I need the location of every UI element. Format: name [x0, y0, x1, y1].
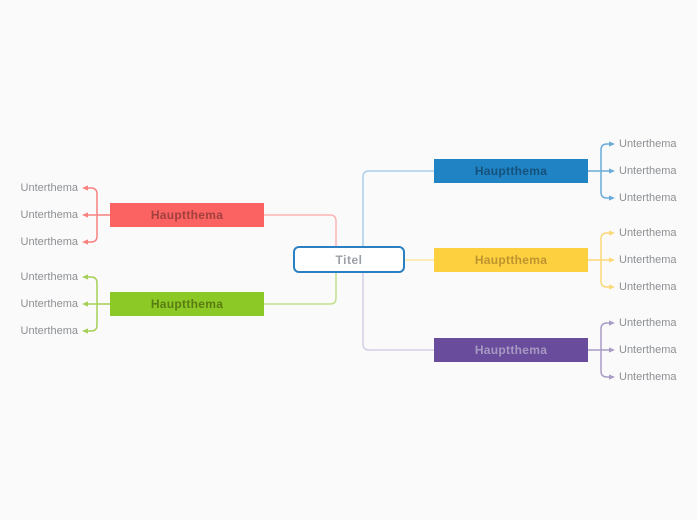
arrowhead-icon	[609, 284, 615, 290]
connector-green-child-3	[88, 304, 98, 332]
subtopic-yellow-2[interactable]: Unterthema	[619, 254, 677, 266]
arrowhead-icon	[609, 374, 615, 380]
connector-green-child-1	[88, 276, 98, 304]
connector-blue-child-1	[600, 143, 609, 171]
arrowhead-icon	[82, 185, 88, 191]
subtopic-blue-2[interactable]: Unterthema	[619, 165, 677, 177]
connector-yellow-child-3	[600, 260, 609, 288]
connector-group-blue	[362, 141, 615, 246]
main-topic-red[interactable]: Hauptthema	[110, 203, 264, 227]
subtopic-purple-2[interactable]: Unterthema	[619, 344, 677, 356]
subtopic-yellow-1[interactable]: Unterthema	[619, 227, 677, 239]
arrowhead-icon	[82, 328, 88, 334]
arrowhead-icon	[609, 257, 615, 263]
subtopic-green-1[interactable]: Unterthema	[20, 271, 78, 283]
arrowhead-icon	[609, 230, 615, 236]
connector-purple-child-1	[600, 322, 609, 350]
subtopic-blue-3[interactable]: Unterthema	[619, 192, 677, 204]
connector-purple-child-3	[600, 350, 609, 378]
connector-root-green	[264, 273, 337, 305]
connector-root-purple	[362, 273, 434, 351]
subtopic-purple-1[interactable]: Unterthema	[619, 317, 677, 329]
connector-root-red	[264, 214, 337, 246]
main-topic-yellow[interactable]: Hauptthema	[434, 248, 588, 272]
main-topic-green[interactable]: Hauptthema	[110, 292, 264, 316]
subtopic-purple-3[interactable]: Unterthema	[619, 371, 677, 383]
connector-root-blue	[362, 170, 434, 246]
connector-red-child-1	[88, 187, 98, 215]
connector-group-purple	[362, 273, 615, 380]
arrowhead-icon	[82, 301, 88, 307]
subtopic-yellow-3[interactable]: Unterthema	[619, 281, 677, 293]
arrowhead-icon	[609, 141, 615, 147]
subtopic-blue-1[interactable]: Unterthema	[619, 138, 677, 150]
main-topic-blue[interactable]: Hauptthema	[434, 159, 588, 183]
arrowhead-icon	[609, 347, 615, 353]
subtopic-green-3[interactable]: Unterthema	[20, 325, 78, 337]
connector-yellow-child-1	[600, 232, 609, 260]
subtopic-red-2[interactable]: Unterthema	[20, 209, 78, 221]
arrowhead-icon	[609, 168, 615, 174]
subtopic-green-2[interactable]: Unterthema	[20, 298, 78, 310]
arrowhead-icon	[82, 274, 88, 280]
subtopic-red-1[interactable]: Unterthema	[20, 182, 78, 194]
arrowhead-icon	[82, 212, 88, 218]
root-node-titel[interactable]: Titel	[293, 246, 405, 273]
connector-red-child-3	[88, 215, 98, 243]
arrowhead-icon	[609, 320, 615, 326]
arrowhead-icon	[82, 239, 88, 245]
connector-blue-child-3	[600, 171, 609, 199]
subtopic-red-3[interactable]: Unterthema	[20, 236, 78, 248]
main-topic-purple[interactable]: Hauptthema	[434, 338, 588, 362]
arrowhead-icon	[609, 195, 615, 201]
